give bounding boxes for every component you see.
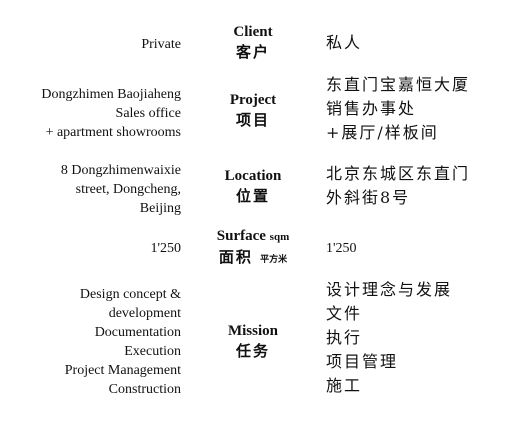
label-zh: 项目 bbox=[235, 111, 270, 129]
project-label: Project 项目 bbox=[200, 91, 306, 130]
location-value-en: 8 Dongzhimenwaixie street, Dongcheng, Be… bbox=[61, 161, 181, 218]
text-line: Beijing bbox=[139, 201, 181, 216]
text-line: Dongzhimen Baojiaheng bbox=[41, 87, 181, 102]
client-value-zh: 私人 bbox=[326, 31, 362, 55]
text-line: + apartment showrooms bbox=[45, 125, 181, 140]
text-line: Design concept & bbox=[79, 287, 181, 302]
client-label: Client 客户 bbox=[200, 23, 306, 62]
text-line: Project Management bbox=[64, 363, 181, 378]
text-line: 外斜街8号 bbox=[326, 188, 411, 207]
label-en: Project bbox=[229, 92, 277, 108]
text-line: 北京东城区东直门 bbox=[326, 164, 471, 183]
text-line: +展厅/样板间 bbox=[326, 123, 439, 142]
text-line: 文件 bbox=[326, 304, 363, 323]
text-line: 私人 bbox=[326, 33, 363, 52]
text-line: Private bbox=[141, 37, 181, 52]
mission-value-en: Design concept & development Documentati… bbox=[65, 285, 181, 399]
label-en: Surface sqm bbox=[216, 228, 290, 244]
text-line: Construction bbox=[108, 382, 181, 397]
text-line: 设计理念与发展 bbox=[326, 280, 453, 299]
text-line: 项目管理 bbox=[326, 352, 399, 371]
text-line: Sales office bbox=[115, 106, 181, 121]
label-zh: 任务 bbox=[235, 342, 270, 360]
project-value-zh: 东直门宝嘉恒大厦 销售办事处 +展厅/样板间 bbox=[326, 73, 470, 145]
mission-label: Mission 任务 bbox=[200, 322, 306, 361]
text-line: 8 Dongzhimenwaixie bbox=[60, 163, 181, 178]
location-value-zh: 北京东城区东直门 外斜街8号 bbox=[326, 162, 470, 210]
text-line: development bbox=[108, 306, 181, 321]
label-en: Client bbox=[233, 24, 273, 40]
text-line: 销售办事处 bbox=[326, 99, 417, 118]
label-zh: 客户 bbox=[235, 43, 270, 61]
surface-label: Surface sqm 面积 平方米 bbox=[200, 227, 306, 270]
text-line: 东直门宝嘉恒大厦 bbox=[326, 75, 471, 94]
label-zh: 位置 bbox=[235, 187, 270, 205]
label-zh: 面积 平方米 bbox=[218, 248, 288, 266]
label-unit-en: sqm bbox=[269, 231, 290, 243]
text-line: street, Dongcheng, bbox=[75, 182, 181, 197]
text-line: 施工 bbox=[326, 376, 363, 395]
surface-value-en: 1'250 bbox=[150, 239, 181, 258]
text-line: 执行 bbox=[326, 328, 363, 347]
mission-value-zh: 设计理念与发展 文件 执行 项目管理 施工 bbox=[326, 278, 452, 398]
location-label: Location 位置 bbox=[200, 167, 306, 206]
text-line: Execution bbox=[124, 344, 181, 359]
label-unit-zh: 平方米 bbox=[260, 255, 288, 265]
text-line: Documentation bbox=[94, 325, 181, 340]
text-line: 1'250 bbox=[326, 241, 357, 256]
surface-value-right: 1'250 bbox=[326, 239, 357, 258]
label-en: Mission bbox=[227, 323, 278, 339]
project-value-en: Dongzhimen Baojiaheng Sales office + apa… bbox=[41, 85, 181, 142]
client-value-en: Private bbox=[141, 35, 181, 54]
text-line: 1'250 bbox=[150, 241, 181, 256]
label-en: Location bbox=[224, 168, 282, 184]
